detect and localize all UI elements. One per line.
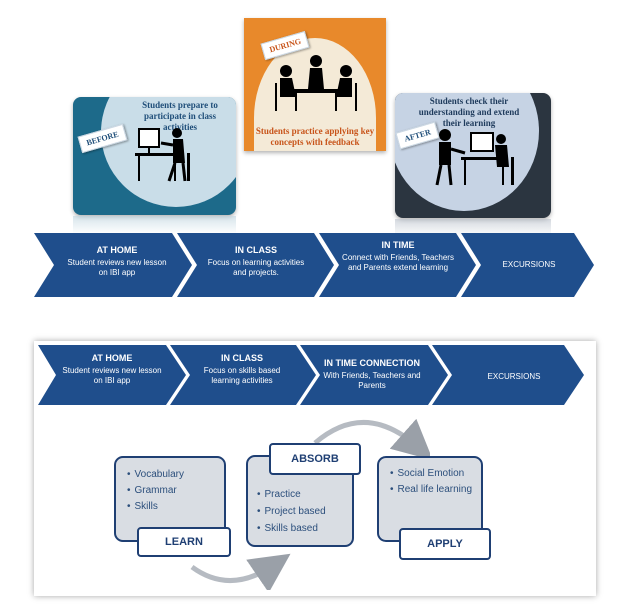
apply-item: Social Emotion <box>389 467 475 480</box>
top-step-excursions: EXCURSIONS <box>502 260 556 269</box>
top-chevron-in-class <box>177 233 334 297</box>
bottom-process-chevrons <box>38 345 584 405</box>
during-card: Students practice applying key concepts … <box>244 18 386 151</box>
bottom-chevron-in-time <box>300 345 448 405</box>
apply-box: Social Emotion Real life learning <box>377 456 483 542</box>
learn-item: Vocabulary <box>126 468 184 481</box>
absorb-item: Project based <box>256 505 326 518</box>
top-process-chevrons <box>34 233 594 297</box>
curved-arrows <box>190 418 430 590</box>
learn-item: Grammar <box>126 484 184 497</box>
teacher-and-student-icon <box>435 129 514 186</box>
apply-item: Real life learning <box>389 483 475 496</box>
bottom-chevron-at-home <box>38 345 186 405</box>
top-chevron-excursions <box>461 233 594 297</box>
after-caption: Students check their understanding and e… <box>418 96 520 128</box>
after-card: Students check their understanding and e… <box>395 93 551 218</box>
apply-label: APPLY <box>399 528 491 560</box>
group-at-table-icon <box>275 55 357 111</box>
absorb-label: ABSORB <box>269 443 361 475</box>
arrow-absorb-to-apply <box>313 418 430 461</box>
arrow-learn-to-absorb <box>190 553 291 590</box>
before-caption: Students prepare to participate in class… <box>142 100 218 132</box>
top-chevron-at-home <box>34 233 192 297</box>
bottom-step-excursions: EXCURSIONS <box>487 372 541 381</box>
student-at-computer-icon <box>135 128 190 182</box>
top-chevron-in-time <box>319 233 476 297</box>
absorb-item: Skills based <box>256 522 326 535</box>
learn-item: Skills <box>126 500 184 513</box>
learn-label: LEARN <box>137 527 231 557</box>
before-card: Students prepare to participate in class… <box>73 97 236 215</box>
during-caption: Students practice applying key concepts … <box>255 126 375 147</box>
absorb-item: Practice <box>256 488 326 501</box>
bottom-chevron-in-class <box>170 345 316 405</box>
bottom-chevron-excursions <box>432 345 584 405</box>
